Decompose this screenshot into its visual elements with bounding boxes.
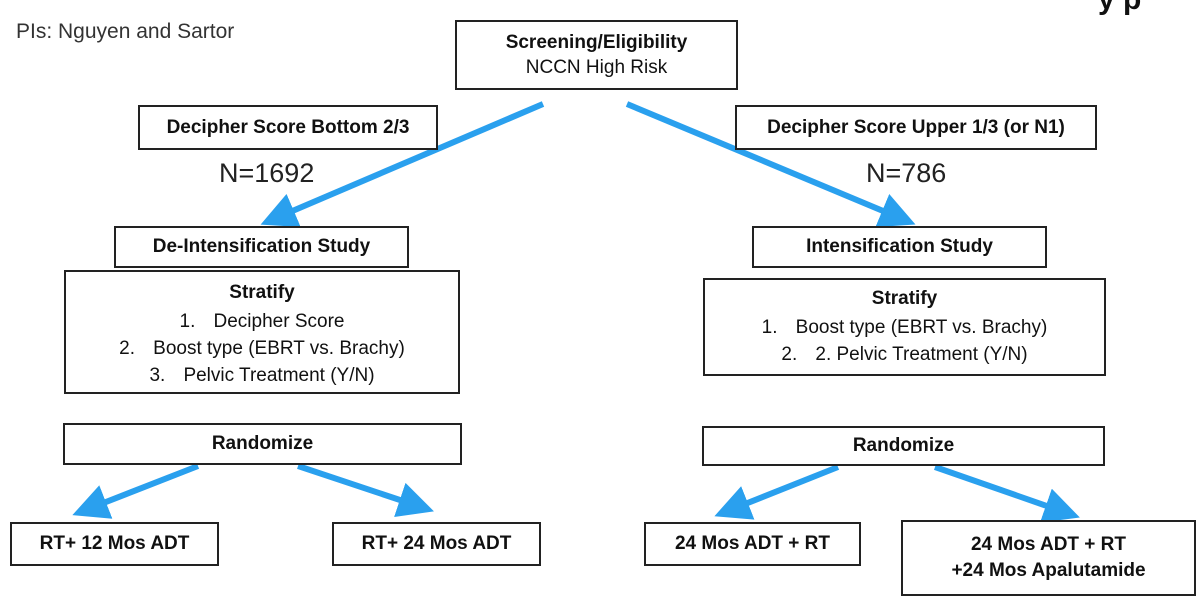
left-randomize-label: Randomize bbox=[211, 433, 314, 454]
arm-rt-12mos-adt-label: RT+ 12 Mos ADT bbox=[39, 533, 190, 554]
list-item: 1.Decipher Score bbox=[179, 311, 345, 332]
arrow-to-arm-adt-rt bbox=[714, 464, 840, 520]
left-stratify-list: 1.Decipher Score 2.Boost type (EBRT vs. … bbox=[119, 308, 405, 389]
right-sample-size: N=786 bbox=[866, 158, 947, 188]
arm-rt-24mos-adt-label: RT+ 24 Mos ADT bbox=[361, 533, 512, 554]
arm-24mos-adt-rt-label: 24 Mos ADT + RT bbox=[674, 533, 830, 554]
list-item: 1.Boost type (EBRT vs. Brachy) bbox=[761, 317, 1048, 338]
arm-24mos-adt-rt-apalutamide: 24 Mos ADT + RT +24 Mos Apalutamide bbox=[901, 520, 1196, 596]
intensification-study-label: Intensification Study bbox=[806, 236, 993, 257]
arrow-to-arm-24mos bbox=[297, 463, 434, 518]
left-stratify-title: Stratify bbox=[229, 282, 295, 303]
deintensification-study-box: De-Intensification Study bbox=[114, 226, 409, 268]
list-item: 3.Pelvic Treatment (Y/N) bbox=[149, 365, 375, 386]
arm-rt-24mos-adt: RT+ 24 Mos ADT bbox=[332, 522, 541, 566]
right-stratify-box: Stratify 1.Boost type (EBRT vs. Brachy) … bbox=[703, 278, 1106, 376]
screening-subtitle: NCCN High Risk bbox=[525, 56, 668, 78]
principal-investigators: PIs: Nguyen and Sartor bbox=[16, 20, 235, 43]
right-randomize-label: Randomize bbox=[852, 435, 955, 456]
arm-apalutamide-line2: +24 Mos Apalutamide bbox=[951, 560, 1146, 581]
left-sample-size: N=1692 bbox=[219, 158, 315, 188]
left-stratify-box: Stratify 1.Decipher Score 2.Boost type (… bbox=[64, 270, 460, 394]
decipher-upper-label: Decipher Score Upper 1/3 (or N1) bbox=[767, 116, 1065, 138]
list-item: 2.2. Pelvic Treatment (Y/N) bbox=[781, 344, 1028, 365]
arm-24mos-adt-rt: 24 Mos ADT + RT bbox=[644, 522, 861, 566]
intensification-study-box: Intensification Study bbox=[752, 226, 1047, 268]
right-randomize-box: Randomize bbox=[702, 426, 1105, 466]
list-item: 2.Boost type (EBRT vs. Brachy) bbox=[119, 338, 405, 359]
deintensification-study-label: De-Intensification Study bbox=[152, 236, 371, 257]
arrow-to-deintensification bbox=[260, 101, 545, 228]
arm-apalutamide-line1: 24 Mos ADT + RT bbox=[970, 534, 1126, 555]
right-stratify-title: Stratify bbox=[871, 288, 938, 309]
arrow-to-intensification bbox=[625, 101, 916, 228]
screening-eligibility-box: Screening/Eligibility NCCN High Risk bbox=[455, 20, 738, 90]
arm-rt-12mos-adt: RT+ 12 Mos ADT bbox=[10, 522, 219, 566]
screening-title: Screening/Eligibility bbox=[505, 31, 688, 53]
decipher-bottom-label: Decipher Score Bottom 2/3 bbox=[166, 116, 410, 138]
right-stratify-list: 1.Boost type (EBRT vs. Brachy) 2.2. Pelv… bbox=[762, 314, 1048, 368]
decipher-bottom-box: Decipher Score Bottom 2/3 bbox=[138, 105, 438, 150]
cut-off-title: y p bbox=[1098, 0, 1141, 17]
arrow-to-arm-apalutamide bbox=[934, 464, 1080, 523]
left-randomize-box: Randomize bbox=[63, 423, 462, 465]
decipher-upper-box: Decipher Score Upper 1/3 (or N1) bbox=[735, 105, 1097, 150]
arrow-to-arm-12mos bbox=[72, 463, 200, 519]
